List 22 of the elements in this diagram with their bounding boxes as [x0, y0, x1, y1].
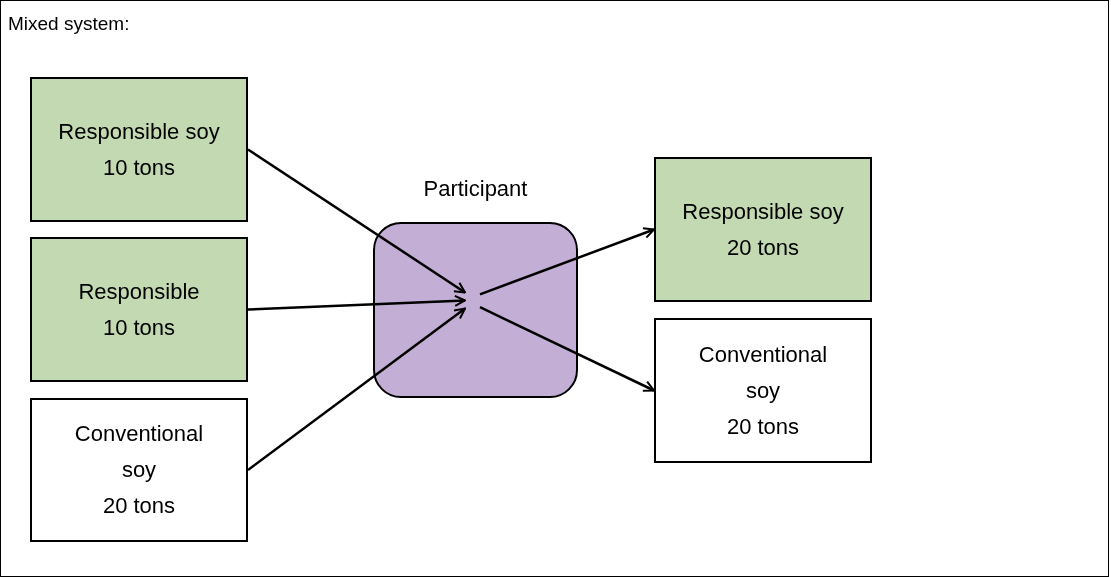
soy-box: [30, 77, 248, 222]
soy-box: [30, 398, 248, 542]
box-text: Conventional soy: [697, 340, 829, 405]
box-text: Responsible soy: [57, 117, 221, 146]
box-text: 10 tons: [101, 153, 177, 182]
box-text: Responsible soy: [681, 197, 845, 226]
box-text: 20 tons: [101, 492, 177, 520]
diagram-title: Mixed system:: [8, 12, 130, 36]
box-text: Conventional soy: [73, 420, 205, 484]
soy-box: [30, 237, 248, 382]
arrow: [247, 307, 466, 471]
arrow: [479, 306, 655, 392]
soy-box: [654, 157, 872, 302]
arrow: [247, 148, 466, 294]
box-text: Responsible: [77, 277, 201, 306]
node-heading: Participant: [422, 175, 529, 203]
arrow: [479, 227, 655, 296]
box-text: 10 tons: [101, 313, 177, 342]
box-text: 20 tons: [725, 412, 801, 441]
arrow: [247, 294, 466, 311]
soy-box: [654, 318, 872, 463]
box-text: 20 tons: [725, 233, 801, 262]
